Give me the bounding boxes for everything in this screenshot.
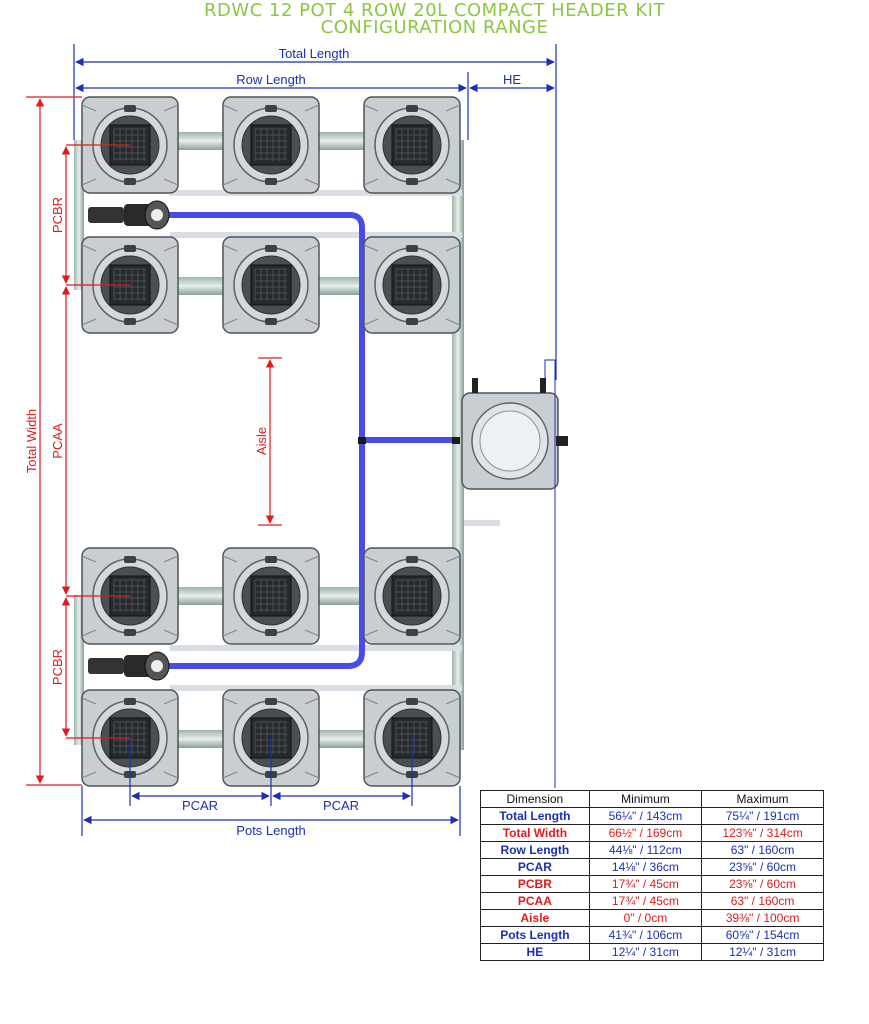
maximum-value: 60⅝" / 154cm xyxy=(701,926,824,944)
label-pcbr-top: PCBR xyxy=(50,197,65,233)
table-header-row: Dimension Minimum Maximum xyxy=(480,790,824,808)
minimum-value: 14⅛" / 36cm xyxy=(588,858,703,876)
table-row: Pots Length 41¾" / 106cm 60⅝" / 154cm xyxy=(480,926,824,944)
label-total-width: Total Width xyxy=(24,409,39,473)
dimension-name: Aisle xyxy=(480,909,590,927)
diagram-subtitle: CONFIGURATION RANGE xyxy=(320,17,549,38)
label-pcbr-bottom: PCBR xyxy=(50,649,65,685)
table-row: Total Width 66½" / 169cm 123⅝" / 314cm xyxy=(480,824,824,842)
minimum-value: 17¾" / 45cm xyxy=(588,892,703,910)
dimension-table: Dimension Minimum Maximum Total Length 5… xyxy=(480,790,824,961)
maximum-value: 23⅝" / 60cm xyxy=(701,858,824,876)
outlet-fitting-bottom xyxy=(88,651,170,681)
label-he: HE xyxy=(503,72,521,87)
dimension-name: HE xyxy=(480,943,590,961)
minimum-value: 44⅛" / 112cm xyxy=(588,841,703,859)
label-pcar-left: PCAR xyxy=(182,798,218,813)
dimension-lines-blue xyxy=(73,44,557,836)
outlet-fitting-top xyxy=(88,200,170,230)
header-tank xyxy=(461,359,568,788)
pot-row1-2 xyxy=(222,96,320,194)
dimension-name: PCBR xyxy=(480,875,590,893)
dimension-name: PCAR xyxy=(480,858,590,876)
maximum-value: 12¼" / 31cm xyxy=(701,943,824,961)
minimum-value: 12¼" / 31cm xyxy=(588,943,703,961)
dimension-name: Pots Length xyxy=(480,926,590,944)
table-row: Aisle 0" / 0cm 39⅜" / 100cm xyxy=(480,909,824,927)
column-header-minimum: Minimum xyxy=(588,790,703,808)
maximum-value: 63" / 160cm xyxy=(701,841,824,859)
table-row: Row Length 44⅛" / 112cm 63" / 160cm xyxy=(480,841,824,859)
table-row: HE 12¼" / 31cm 12¼" / 31cm xyxy=(480,943,824,961)
table-row: Total Length 56¼" / 143cm 75¼" / 191cm xyxy=(480,807,824,825)
pot-row2-3 xyxy=(363,236,461,334)
pot-row2-2 xyxy=(222,236,320,334)
minimum-value: 66½" / 169cm xyxy=(588,824,703,842)
label-row-length: Row Length xyxy=(236,72,305,87)
maximum-value: 75¼" / 191cm xyxy=(701,807,824,825)
pot-row3-3 xyxy=(363,547,461,645)
dimension-name: Total Length xyxy=(480,807,590,825)
label-total-length: Total Length xyxy=(279,46,350,61)
column-header-dimension: Dimension xyxy=(480,790,590,808)
maximum-value: 63" / 160cm xyxy=(701,892,824,910)
table-row: PCBR 17¾" / 45cm 23⅝" / 60cm xyxy=(480,875,824,893)
table-row: PCAR 14⅛" / 36cm 23⅝" / 60cm xyxy=(480,858,824,876)
dimension-name: Total Width xyxy=(480,824,590,842)
dimension-name: PCAA xyxy=(480,892,590,910)
label-pots-length: Pots Length xyxy=(236,823,305,838)
diagram-title: RDWC 12 POT 4 ROW 20L COMPACT HEADER KIT xyxy=(204,0,665,21)
minimum-value: 17¾" / 45cm xyxy=(588,875,703,893)
pot-row1-3 xyxy=(363,96,461,194)
label-pcaa: PCAA xyxy=(50,423,65,459)
table-row: PCAA 17¾" / 45cm 63" / 160cm xyxy=(480,892,824,910)
label-pcar-right: PCAR xyxy=(323,798,359,813)
maximum-value: 23⅝" / 60cm xyxy=(701,875,824,893)
dimension-lines-red xyxy=(26,96,282,786)
column-header-maximum: Maximum xyxy=(701,790,824,808)
minimum-value: 56¼" / 143cm xyxy=(588,807,703,825)
header-pipes xyxy=(74,132,500,750)
maximum-value: 39⅜" / 100cm xyxy=(701,909,824,927)
minimum-value: 0" / 0cm xyxy=(588,909,703,927)
dimension-name: Row Length xyxy=(480,841,590,859)
pot-row3-2 xyxy=(222,547,320,645)
label-aisle: Aisle xyxy=(254,427,269,455)
minimum-value: 41¾" / 106cm xyxy=(588,926,703,944)
maximum-value: 123⅝" / 314cm xyxy=(701,824,824,842)
